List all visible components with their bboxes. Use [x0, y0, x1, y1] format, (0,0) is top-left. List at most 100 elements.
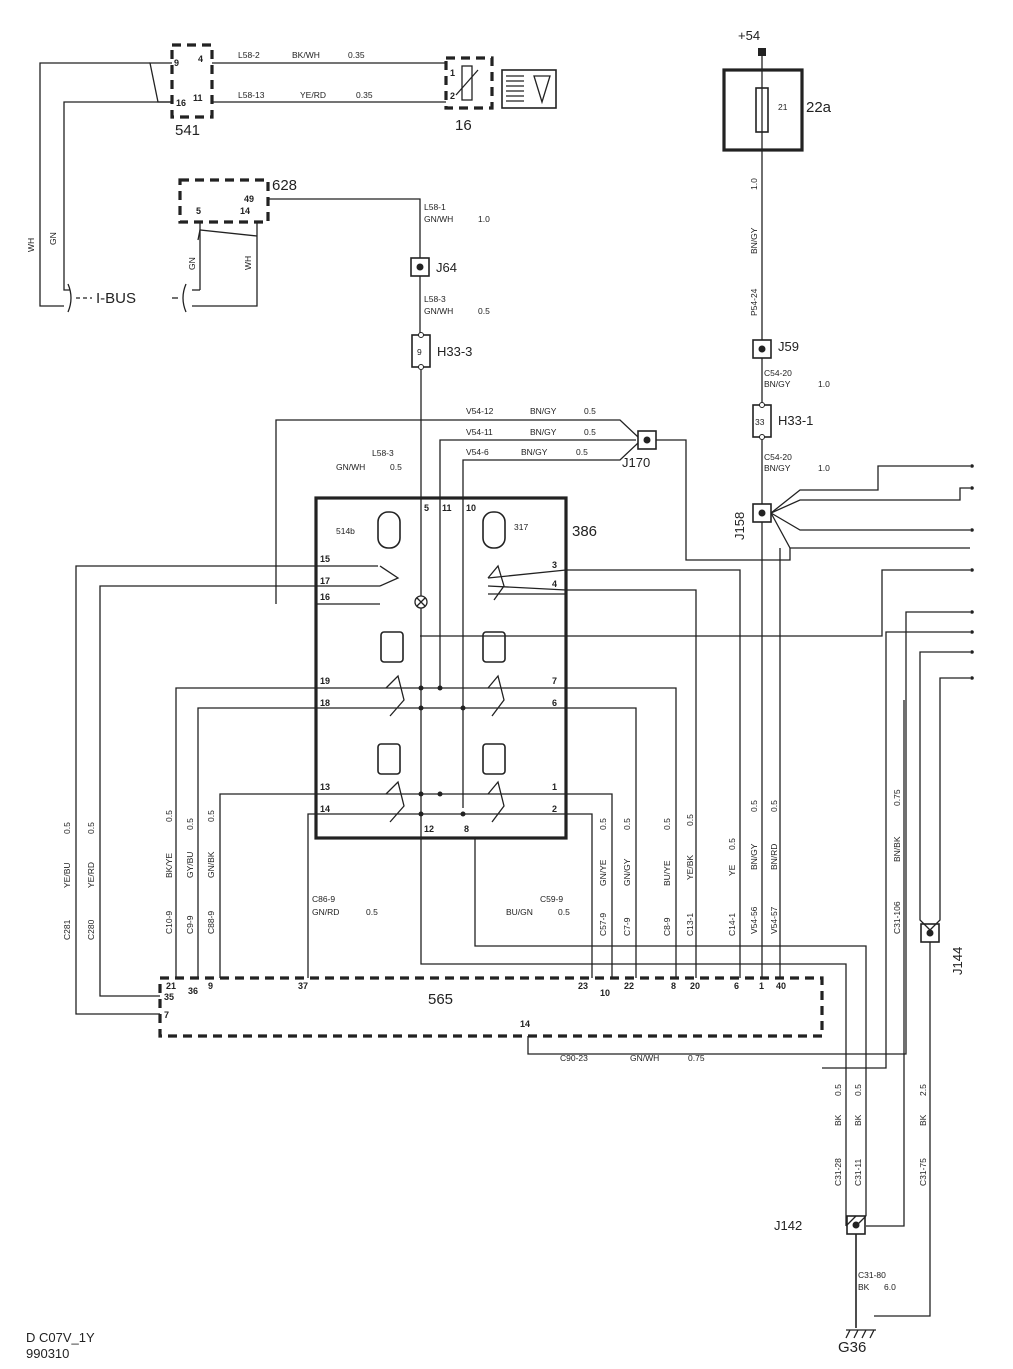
vwire-size-13: 0.75 — [892, 789, 902, 806]
vwire-id-8: C8-9 — [662, 917, 672, 936]
wire-J158-out2 — [770, 487, 970, 514]
pin-386-17: 17 — [320, 576, 330, 586]
term-2 — [970, 486, 974, 490]
component-16-box — [444, 56, 494, 110]
pin-628-14: 14 — [240, 206, 250, 216]
pin-565-14: 14 — [520, 1019, 530, 1029]
vwire-id-4: C9-9 — [185, 915, 195, 934]
sensor-resistor — [461, 65, 473, 101]
pin-565-37: 37 — [298, 981, 308, 991]
vwire-id-15: C31-11 — [853, 1158, 863, 1186]
wire-L58-3-color: GN/WH — [424, 306, 453, 316]
junction-J170-label: J170 — [622, 455, 650, 470]
footer-code: D C07V_1Y — [26, 1330, 95, 1345]
wire-C54-20a-color: BN/GY — [764, 379, 791, 389]
wire-C31-80-size: 6.0 — [884, 1282, 896, 1292]
wire-C8-9 — [566, 687, 677, 978]
connector-H33-1-bottom — [759, 434, 765, 440]
connector-H33-3-bottom — [418, 364, 424, 370]
wire-C59-9-color: BU/GN — [506, 907, 533, 917]
fuse-number: 21 — [778, 102, 788, 112]
wire-L58-2-color: BK/WH — [292, 50, 320, 60]
internal-switch-mid — [385, 674, 505, 717]
pin-565-35: 35 — [164, 992, 174, 1002]
vwire-id-12: V54-57 — [769, 906, 779, 934]
wire-P54-24-id: P54-24 — [749, 288, 759, 316]
wire-ibus-wh — [39, 62, 150, 307]
wire-C9-9 — [197, 707, 316, 978]
wire-L58-3b-color: GN/WH — [336, 462, 365, 472]
internal-verticals — [420, 498, 464, 838]
component-628-label: 628 — [272, 177, 297, 194]
vwire-color-9: YE/BK — [685, 855, 695, 880]
junction-J142-dot — [852, 1221, 860, 1229]
wire-C54-20a-id: C54-20 — [764, 368, 792, 378]
pin-565-6: 6 — [734, 981, 739, 991]
vwire-size-16: 2.5 — [918, 1084, 928, 1096]
wire-C57-9-a — [566, 793, 613, 978]
vwire-id-2: C280 — [86, 919, 96, 940]
pin-386-18: 18 — [320, 698, 330, 708]
vwire-color-4: GY/BU — [185, 852, 195, 878]
vwire-size-14: 0.5 — [833, 1084, 843, 1096]
wire-628-gn-label: GN — [187, 257, 197, 270]
wire-V54-11-id: V54-11 — [466, 427, 493, 437]
vwire-id-3: C10-9 — [164, 911, 174, 934]
pin-386-19: 19 — [320, 676, 330, 686]
wire-L58-13-id: L58-13 — [238, 90, 265, 100]
wire-L58-1-id: L58-1 — [424, 202, 446, 212]
supply-terminal — [758, 48, 766, 56]
wire-V54-11-size: 0.5 — [584, 427, 596, 437]
wire-C54-20b-size: 1.0 — [818, 463, 830, 473]
wire-C90-23 — [527, 611, 970, 1055]
term-5 — [970, 610, 974, 614]
vwire-color-5: GN/BK — [206, 851, 216, 878]
gauge-triangle — [533, 75, 551, 105]
pin-565-8: 8 — [671, 981, 676, 991]
gauge-lines — [506, 75, 524, 102]
vwire-id-14: C31-28 — [833, 1158, 843, 1186]
pin-386-16: 16 — [320, 592, 330, 602]
wire-P54-24-color: BN/GY — [749, 227, 759, 254]
junction-J64-label: J64 — [436, 260, 457, 275]
wire-C90-23-id: C90-23 — [560, 1053, 588, 1063]
pin-16-2: 2 — [450, 91, 455, 101]
wire-L58-1-size: 1.0 — [478, 214, 490, 224]
supply-label: +54 — [738, 28, 760, 43]
component-541-box — [170, 43, 214, 119]
wire-L58-13-size: 0.35 — [356, 90, 373, 100]
wire-C54-20b-id: C54-20 — [764, 452, 792, 462]
vwire-size-11: 0.5 — [749, 800, 759, 812]
vwire-size-4: 0.5 — [185, 818, 195, 830]
node-2 — [437, 685, 443, 691]
pin-565-36: 36 — [188, 986, 198, 996]
switch-317-label: 317 — [514, 522, 528, 532]
wire-ibus-gn — [63, 101, 172, 291]
connector-H33-1-top — [759, 402, 765, 408]
wire-C86-9-size: 0.5 — [366, 907, 378, 917]
pin-386-3: 3 — [552, 560, 557, 570]
wire-ground-path — [420, 838, 847, 1226]
junction-J170-dot — [643, 436, 651, 444]
vwire-id-5: C88-9 — [206, 911, 216, 934]
pin-565-7: 7 — [164, 1010, 169, 1020]
junction-J64-dot — [416, 263, 424, 271]
pin-565-10: 10 — [600, 988, 610, 998]
pin-386-14: 14 — [320, 804, 330, 814]
internal-bus-low — [316, 793, 566, 815]
vwire-size-10: 0.5 — [727, 838, 737, 850]
pin-628-49: 49 — [244, 194, 254, 204]
wire-L58-2-size: 0.35 — [348, 50, 365, 60]
vwire-color-11: BN/GY — [749, 843, 759, 870]
pin-565-20: 20 — [690, 981, 700, 991]
component-565-label: 565 — [428, 991, 453, 1008]
wire-C281 — [75, 565, 316, 1015]
switch-514b-label: 514b — [336, 526, 355, 536]
vwire-size-6: 0.5 — [598, 818, 608, 830]
vwire-color-1: YE/BU — [62, 862, 72, 888]
wire-C86-9 — [307, 813, 316, 978]
wire-V54-6-size: 0.5 — [576, 447, 588, 457]
component-16-label: 16 — [455, 117, 472, 134]
wire-C14-1 — [566, 569, 741, 978]
pin-386-8: 8 — [464, 824, 469, 834]
